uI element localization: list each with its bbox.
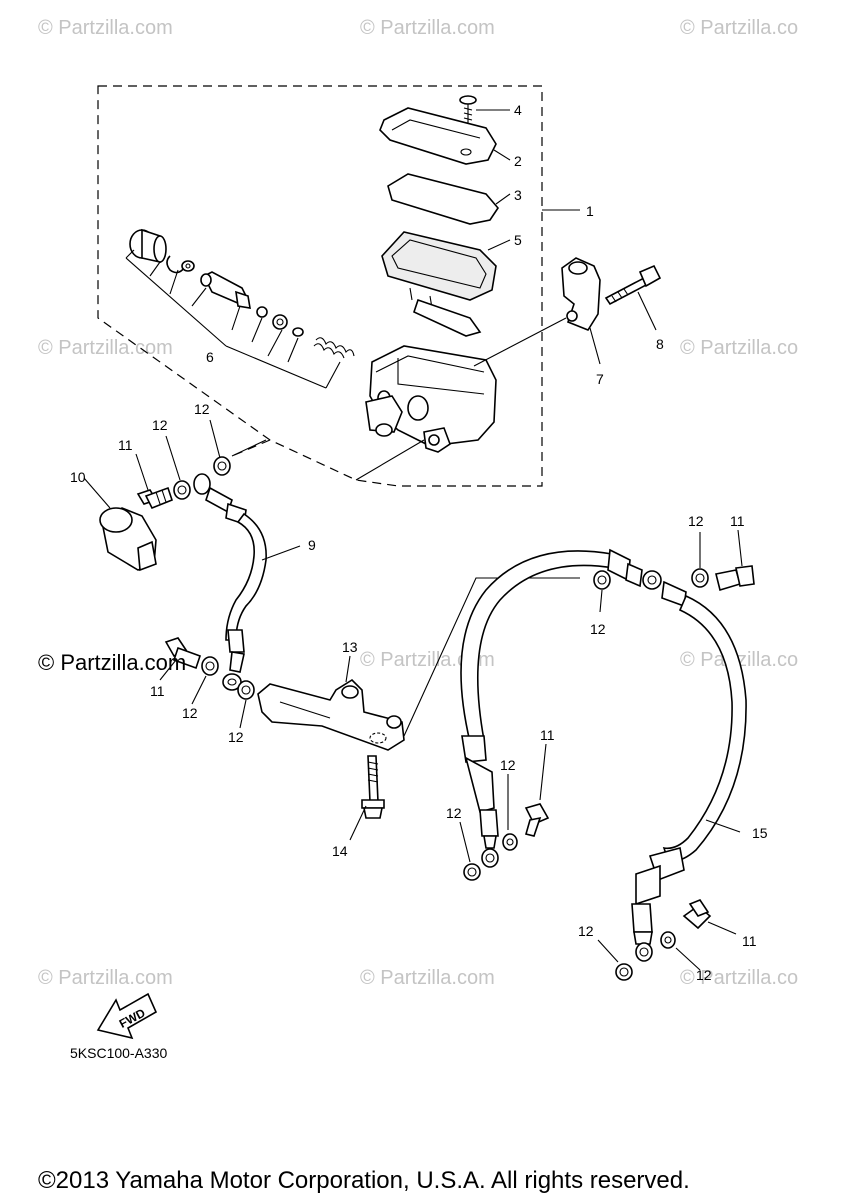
callout-12j: 12 <box>696 967 712 983</box>
leader-banjo <box>231 439 425 481</box>
callout-14: 14 <box>332 843 348 859</box>
callout-7: 7 <box>596 371 604 387</box>
callout-12b: 12 <box>194 401 210 417</box>
diaphragm <box>381 231 497 309</box>
callout-11c: 11 <box>730 513 745 529</box>
copyright-text: ©2013 Yamaha Motor Corporation, U.S.A. A… <box>38 1167 690 1194</box>
watermark: © Partzilla.com <box>360 967 495 989</box>
assembly-boundary <box>97 85 543 487</box>
union-bolt-right-lower <box>682 899 712 930</box>
callout-12i: 12 <box>578 923 594 939</box>
callout-12a: 12 <box>152 417 168 433</box>
washer-hole <box>241 685 251 695</box>
callout-6: 6 <box>206 349 214 365</box>
piston-kit <box>129 228 355 359</box>
leader-lines-6 <box>125 249 341 389</box>
callout-numbers: 4 2 3 5 1 8 7 6 10 11 12 12 9 11 12 12 1… <box>70 102 768 983</box>
watermark: © Partzilla.co <box>680 967 798 989</box>
callout-11d: 11 <box>540 727 555 743</box>
callout-2: 2 <box>514 153 522 169</box>
washer <box>237 680 255 700</box>
brake-hose-main <box>460 548 747 962</box>
callout-12h: 12 <box>446 805 462 821</box>
callout-1: 1 <box>586 203 594 219</box>
callout-11a: 11 <box>118 437 133 453</box>
callout-leaders <box>83 109 743 971</box>
washer-hole <box>664 936 672 944</box>
master-cylinder-body <box>365 345 497 453</box>
rubber-cap <box>99 507 157 572</box>
leader-13-hose <box>403 577 580 737</box>
diaphragm-plate <box>387 173 500 225</box>
diagram-code: 5KSC100-A330 <box>70 1045 168 1061</box>
leader-7 <box>473 317 567 367</box>
callout-12g: 12 <box>500 757 516 773</box>
washer <box>660 931 676 949</box>
watermark: © Partzilla.com <box>360 17 495 39</box>
screw <box>459 95 477 124</box>
watermark: © Partzilla.co <box>680 17 798 39</box>
washer <box>463 863 481 881</box>
union-bolt-lower <box>164 637 202 670</box>
union-bolt-right-upper <box>715 565 755 592</box>
reservoir-cap <box>379 107 497 165</box>
joint-bracket <box>257 678 405 751</box>
gasket-strip <box>413 298 482 337</box>
watermark: © Partzilla.co <box>680 337 798 359</box>
callout-11e: 11 <box>742 933 757 949</box>
washer-hole <box>217 461 227 471</box>
washer-hole <box>205 661 215 671</box>
union-bolt-mid <box>524 803 550 837</box>
washer-hole <box>506 838 514 846</box>
callout-12f: 12 <box>590 621 606 637</box>
brake-hose-upper <box>193 473 267 691</box>
holder-bracket <box>561 257 601 331</box>
union-bolt <box>136 486 173 510</box>
washer <box>593 570 611 590</box>
washer <box>502 833 518 851</box>
callout-4: 4 <box>514 102 522 118</box>
washer-hole <box>597 575 607 585</box>
callout-12d: 12 <box>228 729 244 745</box>
washer <box>615 963 633 981</box>
bolt <box>604 264 662 306</box>
callout-12c: 12 <box>182 705 198 721</box>
watermark: © Partzilla.com <box>38 967 173 989</box>
callout-11b: 11 <box>150 683 165 699</box>
washer <box>213 456 231 476</box>
callout-3: 3 <box>514 187 522 203</box>
washer-hole <box>467 867 477 877</box>
callout-8: 8 <box>656 336 664 352</box>
washer <box>173 480 191 500</box>
brand-text: © Partzilla.com <box>38 650 186 675</box>
callout-5: 5 <box>514 232 522 248</box>
fwd-arrow-icon: FWD <box>96 992 158 1040</box>
washer-hole <box>619 967 629 977</box>
callout-15: 15 <box>752 825 768 841</box>
callout-12e: 12 <box>688 513 704 529</box>
washer-hole <box>177 485 187 495</box>
watermark: © Partzilla.com <box>38 337 173 359</box>
callout-9: 9 <box>308 537 316 553</box>
watermark: © Partzilla.com <box>38 17 173 39</box>
bolt-14 <box>361 755 385 819</box>
washer <box>201 656 219 676</box>
callout-10: 10 <box>70 469 86 485</box>
callout-13: 13 <box>342 639 358 655</box>
